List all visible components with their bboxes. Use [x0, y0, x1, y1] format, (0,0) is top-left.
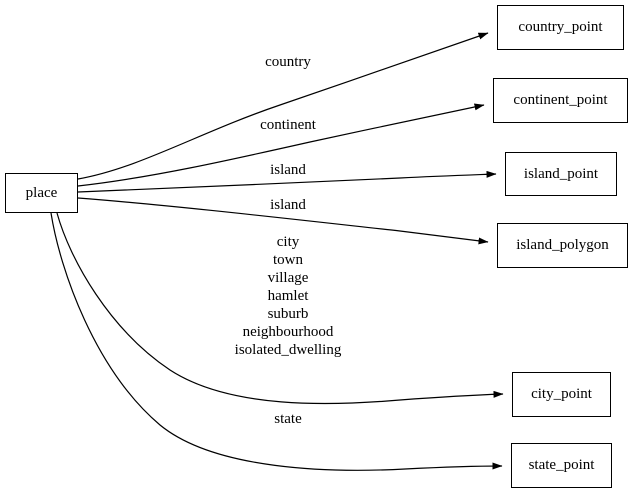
edge-continent-label: continent [260, 117, 316, 133]
node-continent_point[interactable]: continent_point [493, 78, 628, 123]
node-place[interactable]: place [5, 173, 78, 213]
edge-island-point-label: island [270, 162, 306, 178]
edge-state [50, 212, 503, 471]
node-city_point[interactable]: city_point [512, 372, 611, 417]
edge-country [77, 32, 489, 180]
edge-path-group [50, 32, 504, 471]
edge-city-label-line-0: city [276, 234, 300, 250]
edge-country-label: country [265, 54, 311, 70]
edge-island-point [77, 170, 497, 193]
node-island_point[interactable]: island_point [505, 152, 617, 196]
node-island_point-label: island_point [523, 165, 599, 182]
edge-city-label-line-3: hamlet [267, 288, 309, 304]
node-island_polygon-label: island_polygon [516, 237, 609, 253]
edge-city [56, 212, 504, 405]
node-city_point-label: city_point [531, 386, 592, 402]
edge-city-label-line-2: village [267, 270, 309, 286]
edge-island-polygon-label: island [270, 197, 306, 213]
node-island_polygon[interactable]: island_polygon [497, 223, 628, 268]
edge-state-label: state [274, 411, 302, 427]
node-place-label: place [25, 184, 58, 201]
edge-city-label-line-1: town [273, 252, 303, 268]
node-continent_point-label: continent_point [513, 92, 608, 108]
edge-city-label-line-6: isolated_dwelling [234, 342, 342, 358]
node-state_point[interactable]: state_point [511, 443, 612, 488]
node-country_point[interactable]: country_point [497, 5, 624, 50]
edge-city-label-line-4: suburb [267, 306, 309, 322]
edge-island-polygon [77, 197, 489, 245]
edge-continent [77, 103, 485, 187]
edge-city-label-line-5: neighbourhood [242, 324, 334, 340]
node-country_point-label: country_point [518, 19, 603, 35]
edge-city-label: city town village hamlet suburb neighbourhood… [235, 233, 342, 359]
node-state_point-label: state_point [528, 457, 595, 473]
